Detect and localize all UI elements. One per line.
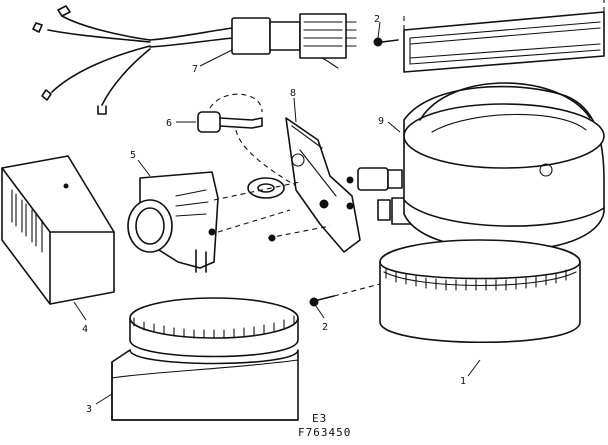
screw-top <box>373 37 399 47</box>
section-label: E3 <box>312 412 327 425</box>
control-cover <box>1 155 115 305</box>
leader-8 <box>293 97 297 123</box>
callout-4: 4 <box>82 324 88 335</box>
screw-center-head <box>268 234 276 242</box>
mounting-bracket <box>285 117 361 253</box>
leader-5 <box>137 159 151 177</box>
callout-2-bottom: 2 <box>322 322 328 333</box>
callout-7: 7 <box>192 64 198 75</box>
leader-2-top <box>377 21 381 39</box>
figure-number: F763450 <box>298 426 351 439</box>
callout-5: 5 <box>130 150 136 161</box>
screw-center <box>267 225 331 239</box>
wiring-harness <box>32 5 357 115</box>
callout-9: 9 <box>378 116 384 127</box>
callout-1: 1 <box>460 376 466 387</box>
leader-2-bottom <box>315 305 325 319</box>
leader-7 <box>199 49 233 67</box>
leader-3 <box>95 393 113 405</box>
leader-1 <box>467 359 481 377</box>
limit-control <box>127 171 301 273</box>
relay-switch <box>346 167 413 225</box>
elbow-duct <box>111 297 299 421</box>
callout-6: 6 <box>166 118 172 129</box>
grommet <box>247 177 285 199</box>
switch-component <box>197 93 297 187</box>
callout-3: 3 <box>86 404 92 415</box>
leader-4 <box>73 301 87 321</box>
duct-collar <box>379 239 581 344</box>
screw-bottom <box>309 283 381 307</box>
leader-9 <box>387 121 401 133</box>
callout-2-top: 2 <box>374 14 380 25</box>
callout-8: 8 <box>290 88 296 99</box>
blower-motor <box>403 0 605 251</box>
